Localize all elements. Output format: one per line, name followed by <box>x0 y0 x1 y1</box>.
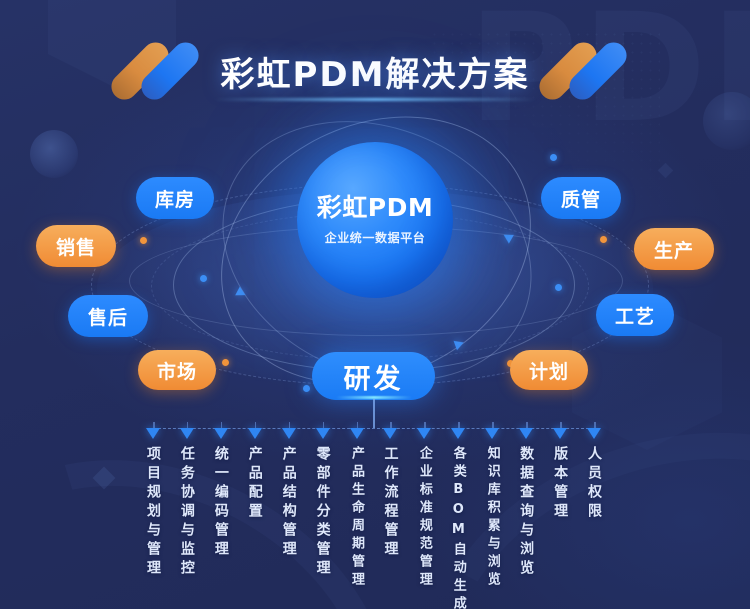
chevron-down-icon <box>213 428 228 439</box>
capability-label: 统一编码管理 <box>212 446 229 560</box>
center-node-label: 研发 <box>343 363 404 395</box>
core-title: 彩虹PDM <box>316 192 434 222</box>
department-pill-4[interactable]: 市场 <box>138 350 216 390</box>
department-pill-1[interactable]: 库房 <box>136 177 214 219</box>
department-pill-label: 生产 <box>653 239 694 262</box>
capability-label: 企业标准规范管理 <box>416 446 432 590</box>
orbit-dot-blue <box>303 385 310 392</box>
capability-label: 人员权限 <box>586 446 602 522</box>
department-pill-label: 库房 <box>154 188 195 211</box>
header: 彩虹PDM解决方案 <box>0 37 750 105</box>
orbit-dot-orange <box>600 236 607 243</box>
department-pill-5[interactable]: 质管 <box>541 177 621 219</box>
department-pill-label: 计划 <box>528 360 569 383</box>
core-sphere[interactable]: 彩虹PDM 企业统一数据平台 <box>297 142 453 298</box>
capability-item-6[interactable]: 零部件分类管理 <box>308 428 338 579</box>
capability-item-7[interactable]: 产品生命周期管理 <box>342 428 372 590</box>
department-pill-label: 市场 <box>156 360 197 383</box>
orbit-dot-orange <box>140 237 147 244</box>
capability-stub-line <box>424 422 426 429</box>
chevron-down-icon <box>281 428 296 439</box>
department-pill-7[interactable]: 工艺 <box>596 294 674 336</box>
chevron-down-icon <box>451 428 466 439</box>
orbit-dot-blue <box>555 284 562 291</box>
capability-stub-line <box>186 422 189 429</box>
title-underglow-decor <box>214 98 536 101</box>
capability-label: 项目规划与管理 <box>145 446 161 579</box>
capability-stub-line <box>526 422 528 429</box>
capability-stub-line <box>220 422 223 429</box>
capability-label: 产品配置 <box>246 446 263 522</box>
capability-stub-line <box>594 422 596 429</box>
chevron-down-icon <box>553 428 568 439</box>
department-pill-label: 工艺 <box>614 305 655 328</box>
capability-item-5[interactable]: 产品结构管理 <box>274 428 304 560</box>
center-node-connector <box>373 399 375 428</box>
pill-pair-icon <box>105 37 204 105</box>
glow-circle-decor-icon <box>30 130 78 178</box>
capability-stub-line <box>458 422 460 429</box>
capability-item-9[interactable]: 企业标准规范管理 <box>409 428 439 590</box>
capability-label: 各类BOM自动生成 <box>450 446 466 609</box>
capability-label: 版本管理 <box>552 446 569 522</box>
capability-stub-line <box>153 422 155 429</box>
capability-item-14[interactable]: 人员权限 <box>579 428 609 522</box>
capability-label: 产品结构管理 <box>280 446 297 560</box>
capability-stub-line <box>560 422 562 429</box>
capability-item-2[interactable]: 任务协调与监控 <box>172 428 202 579</box>
capability-item-1[interactable]: 项目规划与管理 <box>138 428 168 579</box>
department-pill-3[interactable]: 售后 <box>68 295 148 337</box>
department-pill-label: 售后 <box>87 306 128 329</box>
capability-item-13[interactable]: 版本管理 <box>545 428 575 522</box>
capability-item-3[interactable]: 统一编码管理 <box>206 428 236 560</box>
department-pill-2[interactable]: 销售 <box>36 225 116 267</box>
department-pill-6[interactable]: 生产 <box>634 228 714 270</box>
chevron-down-icon <box>349 428 364 439</box>
chevron-down-icon <box>146 428 160 439</box>
capability-label: 数据查询与浏览 <box>518 446 535 579</box>
orbit-dot-blue <box>550 154 557 161</box>
capability-stub-line <box>492 422 494 429</box>
capability-stub-line <box>390 422 392 429</box>
capability-stub-line <box>288 422 291 429</box>
capability-bus-line <box>153 428 594 430</box>
capability-item-4[interactable]: 产品配置 <box>240 428 270 522</box>
capability-label: 零部件分类管理 <box>314 446 331 579</box>
chevron-down-icon <box>485 428 500 439</box>
capability-label: 产品生命周期管理 <box>349 446 365 590</box>
chevron-down-icon <box>417 428 432 439</box>
capability-item-8[interactable]: 工作流程管理 <box>375 428 405 560</box>
chevron-down-icon <box>247 428 262 439</box>
chevron-down-icon <box>383 428 398 439</box>
capability-stub-line <box>322 422 325 429</box>
capability-label: 任务协调与监控 <box>178 446 195 579</box>
capability-label: 知识库积累与浏览 <box>484 446 500 590</box>
capability-item-10[interactable]: 各类BOM自动生成 <box>443 428 473 609</box>
pill-pair-icon <box>534 37 633 105</box>
orbit-dot-orange <box>222 359 229 366</box>
capability-stub-line <box>356 422 359 429</box>
chevron-down-icon <box>587 428 601 439</box>
glow-circle-decor-icon <box>703 92 750 150</box>
department-pill-8[interactable]: 计划 <box>510 350 588 390</box>
department-pill-label: 质管 <box>560 188 601 211</box>
chevron-down-icon <box>179 428 194 439</box>
capability-stub-line <box>254 422 257 429</box>
center-node-glow-decor <box>336 396 412 399</box>
center-node-rd[interactable]: 研发 <box>312 352 435 400</box>
core-subtitle: 企业统一数据平台 <box>324 230 426 245</box>
page-title: 彩虹PDM解决方案 <box>220 54 530 95</box>
chevron-down-icon <box>519 428 534 439</box>
capability-item-12[interactable]: 数据查询与浏览 <box>511 428 541 579</box>
capability-item-11[interactable]: 知识库积累与浏览 <box>477 428 507 590</box>
chevron-down-icon <box>315 428 330 439</box>
capability-label: 工作流程管理 <box>382 446 399 560</box>
department-pill-label: 销售 <box>55 236 96 259</box>
orbit-dot-blue <box>200 275 207 282</box>
